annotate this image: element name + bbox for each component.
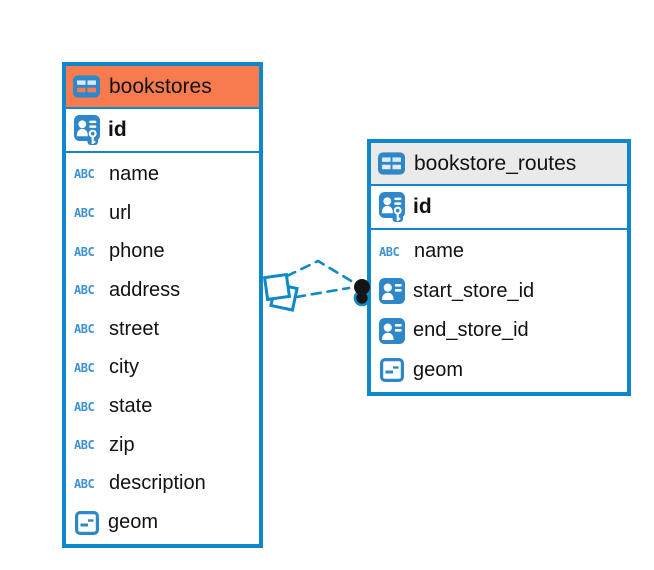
field-row-street[interactable]: ABC street: [66, 310, 259, 349]
table-header-bookstore-routes[interactable]: bookstore_routes: [371, 143, 627, 186]
field-name: start_store_id: [413, 279, 535, 302]
pk-field-name: id: [413, 195, 432, 218]
abc-icon: ABC: [379, 244, 400, 259]
abc-icon: ABC: [74, 167, 95, 182]
field-name: url: [109, 201, 132, 224]
field-row-url[interactable]: ABC url: [66, 194, 259, 233]
field-name: city: [109, 356, 139, 379]
field-name: phone: [109, 240, 165, 263]
field-row-start_store_id[interactable]: start_store_id: [371, 272, 627, 312]
abc-icon: ABC: [74, 322, 95, 337]
field-row-geom[interactable]: geom: [371, 351, 627, 391]
field-row-name[interactable]: ABC name: [371, 232, 627, 272]
table-icon: [73, 75, 100, 98]
table-icon: [378, 152, 405, 175]
field-row-zip[interactable]: ABC zip: [66, 426, 259, 465]
relationship-line-start-store[interactable]: [285, 259, 355, 284]
many-end-marker[interactable]: [262, 272, 299, 312]
field-row-address[interactable]: ABC address: [66, 271, 259, 310]
geometry-icon: [378, 358, 405, 383]
table-header-bookstores[interactable]: bookstores: [66, 66, 259, 109]
field-name: address: [109, 278, 181, 301]
field-name: end_store_id: [413, 319, 529, 342]
person-key-icon: [378, 191, 405, 223]
abc-icon: ABC: [74, 360, 95, 375]
field-row-city[interactable]: ABC city: [66, 349, 259, 388]
person-badge-icon: [378, 278, 405, 305]
abc-icon: ABC: [74, 399, 95, 414]
field-name: zip: [109, 433, 135, 456]
table-bookstore-routes[interactable]: bookstore_routes id ABC name start_store_i…: [367, 139, 631, 396]
pk-row-bookstores-id[interactable]: id: [66, 109, 259, 153]
abc-icon: ABC: [74, 206, 95, 221]
field-name: name: [109, 162, 160, 185]
relationship-line-end-store[interactable]: [294, 286, 351, 299]
abc-icon: ABC: [74, 476, 95, 491]
field-row-end_store_id[interactable]: end_store_id: [371, 311, 627, 351]
table-title: bookstores: [109, 74, 212, 98]
field-name: state: [109, 395, 153, 418]
person-key-icon: [73, 114, 100, 146]
field-name: geom: [413, 358, 464, 381]
pk-row-bookstore-routes-id[interactable]: id: [371, 186, 627, 230]
field-name: geom: [108, 511, 159, 534]
field-row-state[interactable]: ABC state: [66, 387, 259, 426]
field-row-description[interactable]: ABC description: [66, 465, 259, 504]
pk-field-name: id: [108, 118, 127, 141]
field-name: name: [414, 240, 465, 263]
person-badge-icon: [378, 317, 405, 344]
field-row-name[interactable]: ABC name: [66, 155, 259, 194]
abc-icon: ABC: [74, 244, 95, 259]
field-name: description: [109, 472, 206, 495]
field-row-geom[interactable]: geom: [66, 503, 259, 542]
geometry-icon: [73, 510, 100, 535]
abc-icon: ABC: [74, 283, 95, 298]
field-name: street: [109, 317, 160, 340]
table-title: bookstore_routes: [414, 151, 577, 175]
field-row-phone[interactable]: ABC phone: [66, 232, 259, 271]
abc-icon: ABC: [74, 438, 95, 453]
